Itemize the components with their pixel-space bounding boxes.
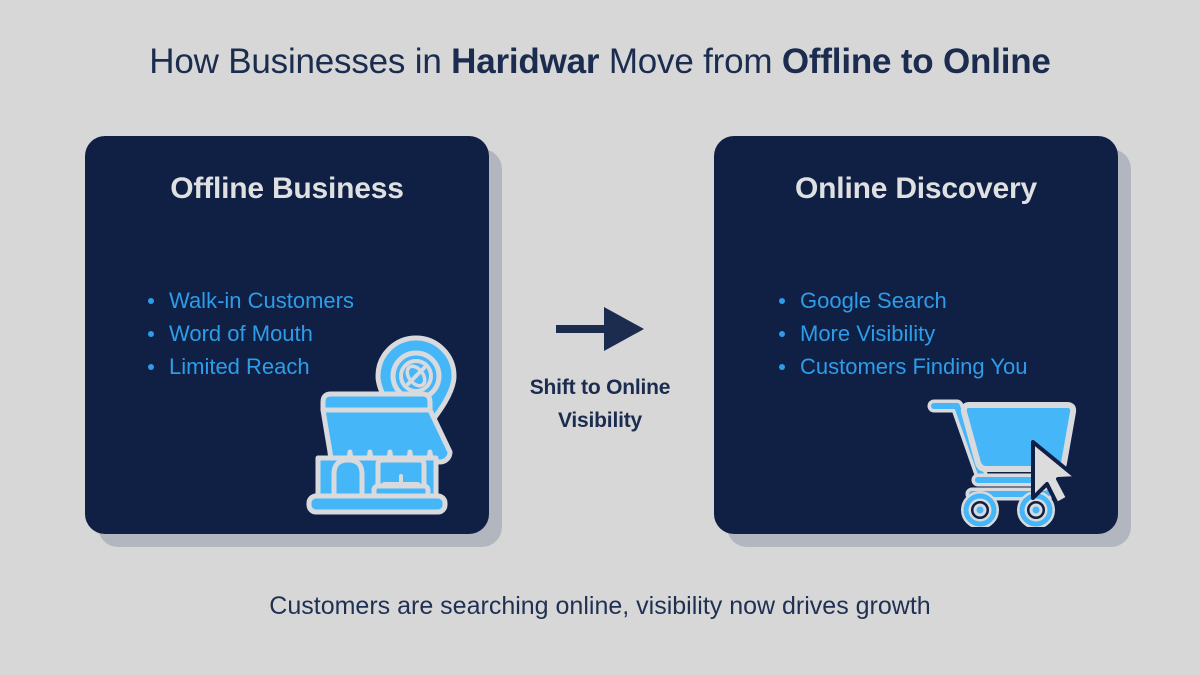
list-item: Word of Mouth: [145, 317, 354, 350]
list-item: Google Search: [776, 284, 1027, 317]
title-highlight-haridwar: Haridwar: [451, 42, 600, 81]
title-part-2: Move from: [599, 42, 782, 81]
title-highlight-offline-to-online: Offline to Online: [781, 42, 1051, 81]
title-part-1: How Businesses in: [149, 42, 452, 81]
list-item-label: Google Search: [800, 288, 947, 313]
list-item: Limited Reach: [145, 350, 354, 383]
transition-group: Shift to Online Visibility: [500, 305, 700, 437]
card-online-discovery[interactable]: Online Discovery Google Search More Visi…: [714, 136, 1118, 534]
transition-label-line-1: Shift to Online: [529, 376, 671, 399]
transition-label-line-2: Visibility: [558, 409, 642, 432]
list-item-label: Customers Finding You: [800, 354, 1028, 379]
card-offline-business-bullet-list: Walk-in Customers Word of Mouth Limited …: [145, 284, 354, 383]
bullet-dot-icon: [779, 331, 785, 337]
bullet-dot-icon: [148, 364, 154, 370]
bullet-dot-icon: [779, 364, 785, 370]
page-title: How Businesses in Haridwar Move from Off…: [0, 40, 1200, 84]
bullet-dot-icon: [148, 331, 154, 337]
list-item-label: Word of Mouth: [169, 321, 313, 346]
card-offline-business-heading: Offline Business: [170, 172, 404, 205]
list-item-label: Walk-in Customers: [169, 288, 354, 313]
list-item: More Visibility: [776, 317, 1027, 350]
card-offline-business[interactable]: Offline Business Walk-in Customers Word …: [85, 136, 489, 534]
list-item: Customers Finding You: [776, 350, 1027, 383]
transition-label: Shift to Online Visibility: [500, 371, 700, 437]
footer-caption: Customers are searching online, visibili…: [269, 592, 931, 620]
list-item-label: More Visibility: [800, 321, 936, 346]
card-online-discovery-heading: Online Discovery: [795, 172, 1037, 205]
bullet-dot-icon: [148, 298, 154, 304]
list-item: Walk-in Customers: [145, 284, 354, 317]
bullet-dot-icon: [779, 298, 785, 304]
card-online-discovery-bullet-list: Google Search More Visibility Customers …: [776, 284, 1027, 383]
shopping-cart-with-cursor-icon: [927, 399, 1079, 527]
list-item-label: Limited Reach: [169, 354, 310, 379]
right-arrow-icon: [556, 307, 644, 351]
